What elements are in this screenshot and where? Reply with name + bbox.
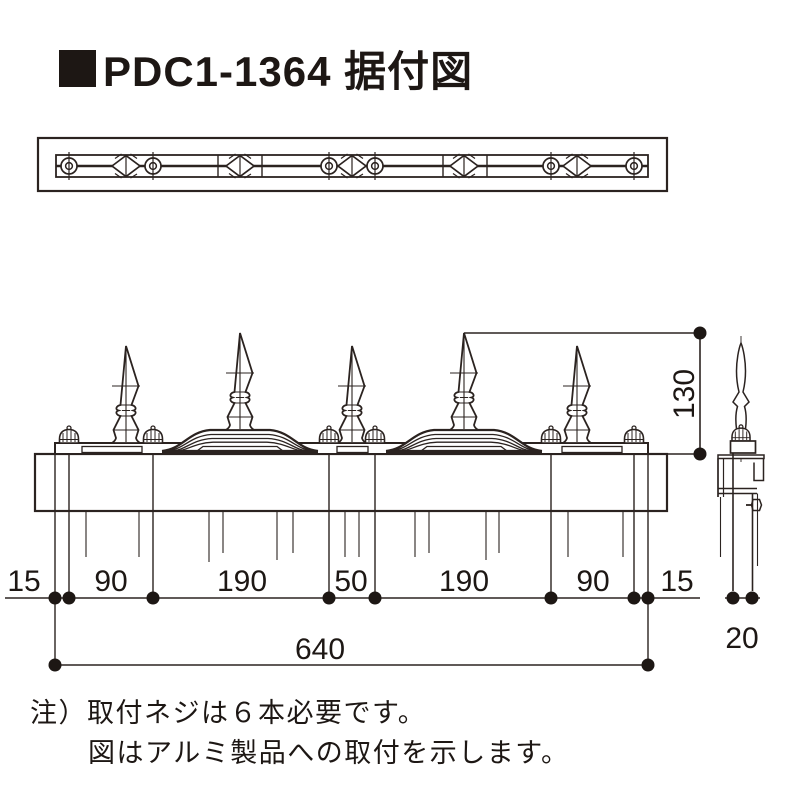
arch-base <box>384 428 544 454</box>
dim-label-right-span: 190 <box>439 565 489 598</box>
side-view-screw-cap <box>731 424 751 442</box>
dim-label-left-pitch: 90 <box>94 565 127 598</box>
side-view-bracket-top <box>717 454 765 460</box>
screw-cap <box>364 425 386 444</box>
ornament-spike <box>111 345 141 444</box>
dim-label-center-pitch: 50 <box>334 565 367 598</box>
dimension-dots-depth <box>726 591 759 605</box>
top-view-spike-base <box>225 153 255 179</box>
note-block: 注）取付ネジは６本必要です。 図はアルミ製品への取付を示します。 <box>30 693 570 773</box>
ornament-spike <box>225 332 255 431</box>
top-view-spike-base <box>337 153 367 179</box>
side-view-rail-edges <box>718 487 757 495</box>
top-view-spike-base <box>111 153 141 179</box>
front-view-mounting-wall <box>33 452 669 513</box>
side-view-spike-profile <box>732 341 750 430</box>
dimension-dots-overall <box>48 658 655 672</box>
dimensions: 15 90 190 50 190 90 15 640 130 20 <box>5 326 760 672</box>
dim-label-left-span: 190 <box>217 565 267 598</box>
note-line-1: 注）取付ネジは６本必要です。 <box>30 698 427 728</box>
note-line-2: 図はアルミ製品への取付を示します。 <box>88 738 570 768</box>
dimension-dots-main <box>48 591 655 605</box>
side-view-fixing-screw <box>746 498 763 512</box>
top-view-product-outline <box>36 136 669 193</box>
title-marker-icon <box>59 50 96 87</box>
ornament-spike <box>449 332 479 431</box>
side-view-post-lines-thin <box>719 493 759 566</box>
dim-label-overall-width: 640 <box>295 633 345 666</box>
top-view <box>36 136 669 193</box>
arch-base <box>160 428 320 454</box>
dim-label-left-edge: 15 <box>7 565 40 598</box>
dim-label-right-pitch: 90 <box>576 565 609 598</box>
side-view-post-lines <box>732 453 754 591</box>
ornament-spike <box>562 345 592 444</box>
top-view-spike-base <box>449 153 479 179</box>
page-title-text: PDC1-1364 据付図 <box>103 48 474 95</box>
page-title: PDC1-1364 据付図 <box>59 38 473 99</box>
front-view <box>33 332 669 665</box>
dim-label-depth: 20 <box>725 622 758 655</box>
ornament-spike <box>337 345 367 444</box>
dimension-line-height <box>464 332 700 455</box>
side-view-base-block <box>729 440 757 454</box>
screw-cap <box>318 425 340 444</box>
side-view-bracket-hook <box>753 458 765 482</box>
screw-cap <box>58 425 80 444</box>
rail-panel <box>81 445 143 454</box>
top-view-spike-base <box>562 153 592 179</box>
rail-panel <box>561 445 623 454</box>
dim-label-right-edge: 15 <box>660 565 693 598</box>
screw-cap <box>623 425 645 444</box>
side-view <box>717 336 765 591</box>
top-view-joint-lines <box>217 155 488 177</box>
dimension-dots-height <box>693 326 707 461</box>
dimension-extension-lines <box>54 454 649 665</box>
screw-cap <box>142 425 164 444</box>
rail-panel <box>336 445 369 454</box>
dim-label-height: 130 <box>668 369 701 419</box>
screw-cap <box>540 425 562 444</box>
wall-reference-lines <box>85 511 624 562</box>
